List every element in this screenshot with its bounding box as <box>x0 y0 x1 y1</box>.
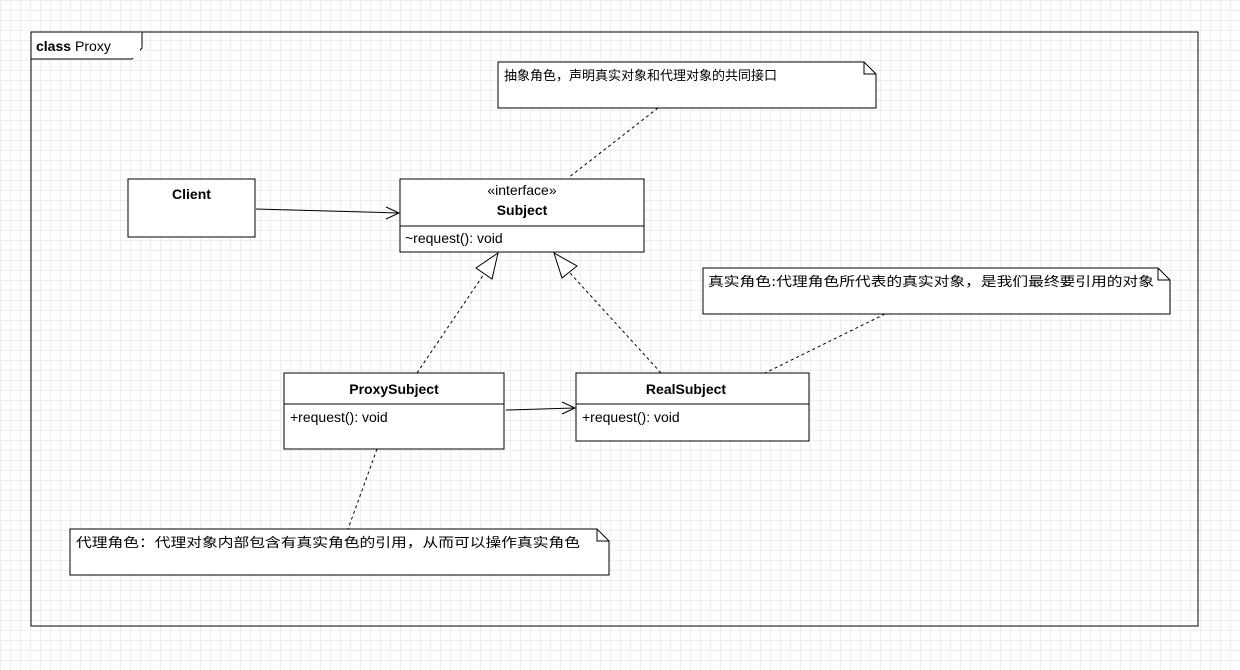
class-proxy-subject-name: ProxySubject <box>349 381 439 397</box>
frame-keyword: class <box>36 38 71 54</box>
proxy-note-connector <box>347 448 378 530</box>
class-subject-operation: ~request(): void <box>405 230 503 246</box>
class-client[interactable]: Client <box>127 178 256 238</box>
real-note-connector <box>764 313 886 374</box>
note-real-subject[interactable]: 真实角色:代理角色所代表的真实对象，是我们最终要引用的对象 <box>702 267 1171 315</box>
proxy-realization-arrowhead <box>475 251 499 280</box>
class-client-name: Client <box>172 186 211 202</box>
note-real-subject-text: 真实角色:代理角色所代表的真实对象，是我们最终要引用的对象 <box>708 274 1154 290</box>
real-realization-line <box>569 272 662 374</box>
frame-name: Proxy <box>75 38 111 54</box>
note-subject[interactable]: 抽象角色，声明真实对象和代理对象的共同接口 <box>497 61 877 109</box>
class-proxy-subject[interactable]: ProxySubject +request(): void <box>283 372 505 450</box>
class-subject-stereotype: «interface» <box>487 182 556 198</box>
class-real-subject-operation: +request(): void <box>582 409 680 425</box>
realization-arrows <box>416 251 662 374</box>
class-real-subject-name: RealSubject <box>646 381 726 397</box>
proxy-realization-line <box>416 273 485 374</box>
note-proxy-subject[interactable]: 代理角色：代理对象内部包含有真实角色的引用，从而可以操作真实角色 <box>69 528 610 576</box>
client-subject-arrowhead <box>385 206 401 220</box>
proxy-real-association <box>505 407 575 411</box>
class-subject[interactable]: «interface» Subject ~request(): void <box>399 178 645 253</box>
association-arrows <box>255 206 577 415</box>
proxy-real-arrowhead <box>561 401 577 415</box>
note-subject-text: 抽象角色，声明真实对象和代理对象的共同接口 <box>504 68 777 84</box>
class-subject-name: Subject <box>497 202 548 218</box>
note-proxy-subject-text: 代理角色：代理对象内部包含有真实角色的引用，从而可以操作真实角色 <box>76 535 580 551</box>
class-real-subject[interactable]: RealSubject +request(): void <box>575 372 810 442</box>
subject-note-connector <box>567 107 659 179</box>
class-proxy-subject-operation: +request(): void <box>290 409 388 425</box>
real-realization-arrowhead <box>553 251 578 279</box>
note-connectors <box>347 107 886 530</box>
client-subject-association <box>255 208 399 214</box>
